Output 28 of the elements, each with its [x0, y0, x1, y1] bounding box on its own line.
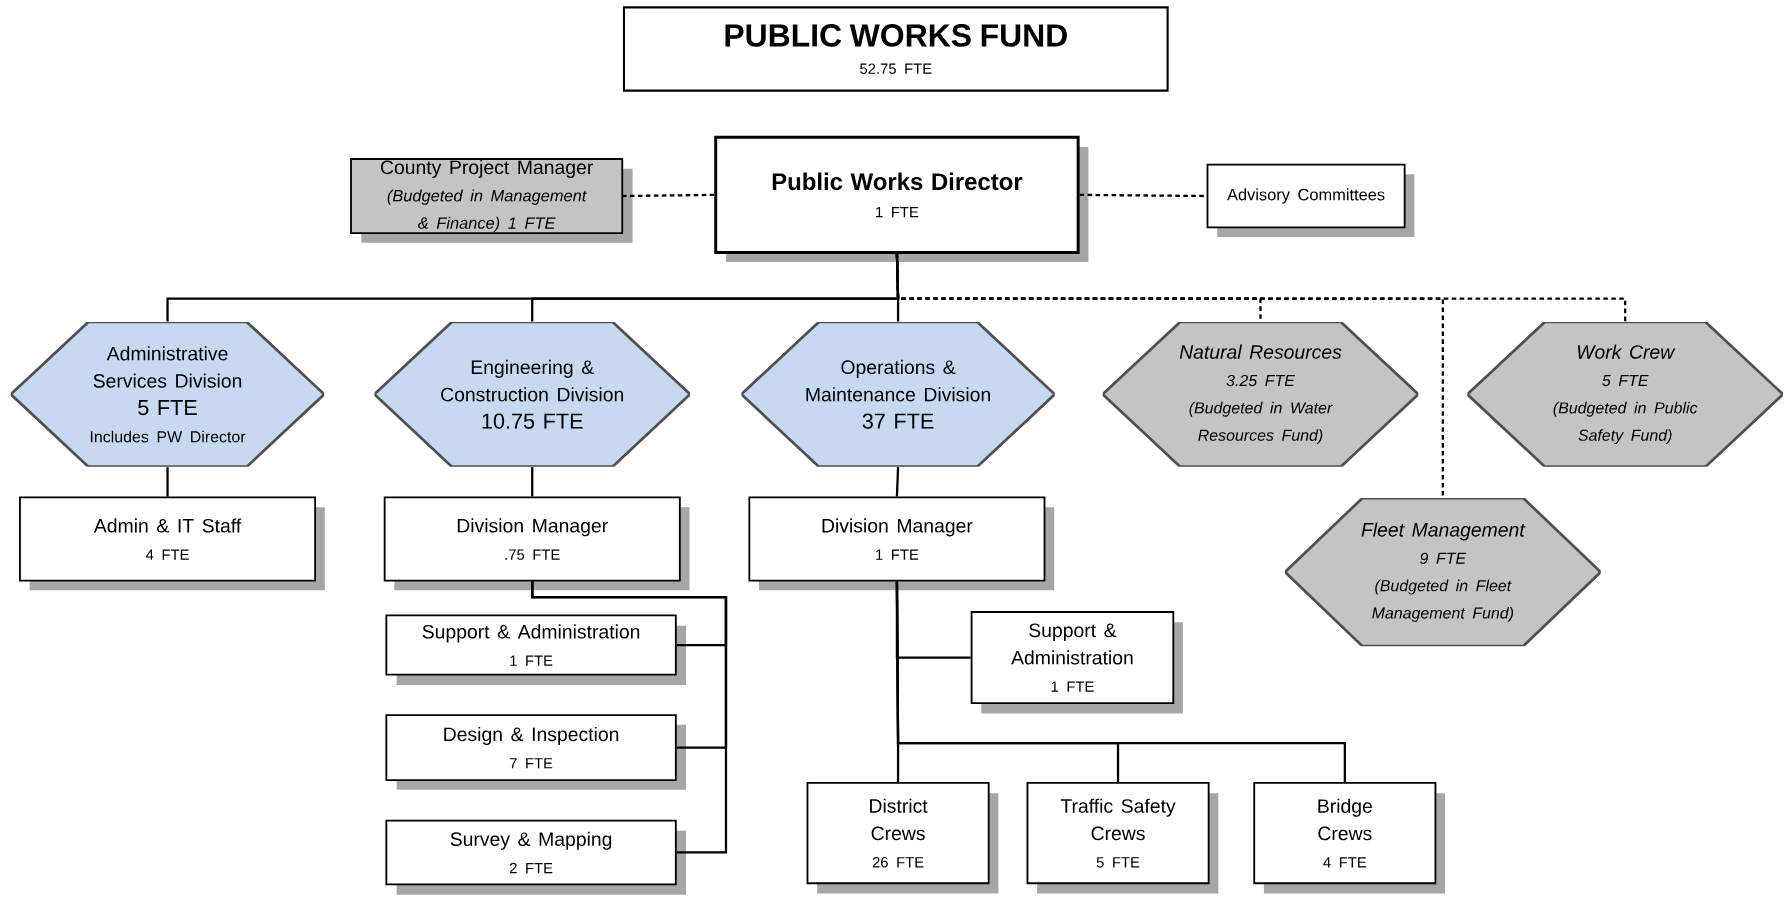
division-hexagon: Fleet Management 9 FTE (Budgeted in Fleet Management Fund) — [1285, 497, 1601, 646]
org-box: Bridge Crews 4 FTE — [1253, 781, 1446, 894]
connector-line — [531, 466, 534, 497]
org-box: County Project Manager (Budgeted in Management & Finance) 1 FTE — [350, 157, 633, 243]
org-box: Advisory Committees — [1206, 163, 1415, 237]
org-box: Division Manager .75 FTE — [383, 496, 690, 591]
org-box: Design & Inspection 7 FTE — [385, 714, 687, 790]
dotted-connector — [623, 193, 715, 197]
org-box: PUBLIC WORKS FUND 52.75 FTE — [622, 6, 1169, 92]
org-box: Support & Administration 1 FTE — [970, 610, 1183, 714]
org-box: Traffic Safety Crews 5 FTE — [1026, 781, 1219, 894]
division-hexagon: Natural Resources 3.25 FTE (Budgeted in Water Resources Fund) — [1102, 321, 1419, 467]
connector-line — [531, 581, 728, 854]
dotted-connector — [895, 253, 1627, 322]
division-hexagon: Engineering & Construction Division 10.75 FTE — [374, 321, 691, 467]
org-box: Survey & Mapping 2 FTE — [385, 819, 687, 895]
org-box: District Crews 26 FTE — [806, 781, 999, 894]
org-box: Division Manager 1 FTE — [748, 496, 1055, 591]
connector-line — [895, 466, 900, 497]
division-hexagon: Work Crew 5 FTE (Budgeted in Public Safety Fund) — [1467, 321, 1784, 467]
org-box: Public Works Director 1 FTE — [714, 135, 1089, 262]
org-box: Support & Administration 1 FTE — [385, 614, 687, 685]
connector-line — [895, 581, 1346, 782]
org-box: Admin & IT Staff 4 FTE — [19, 496, 325, 591]
connector-line — [166, 466, 169, 497]
dotted-connector — [1079, 193, 1207, 197]
division-hexagon: Administrative Services Division 5 FTE Includes PW Director — [10, 321, 325, 467]
division-hexagon: Operations & Maintenance Division 37 FTE — [741, 321, 1055, 467]
